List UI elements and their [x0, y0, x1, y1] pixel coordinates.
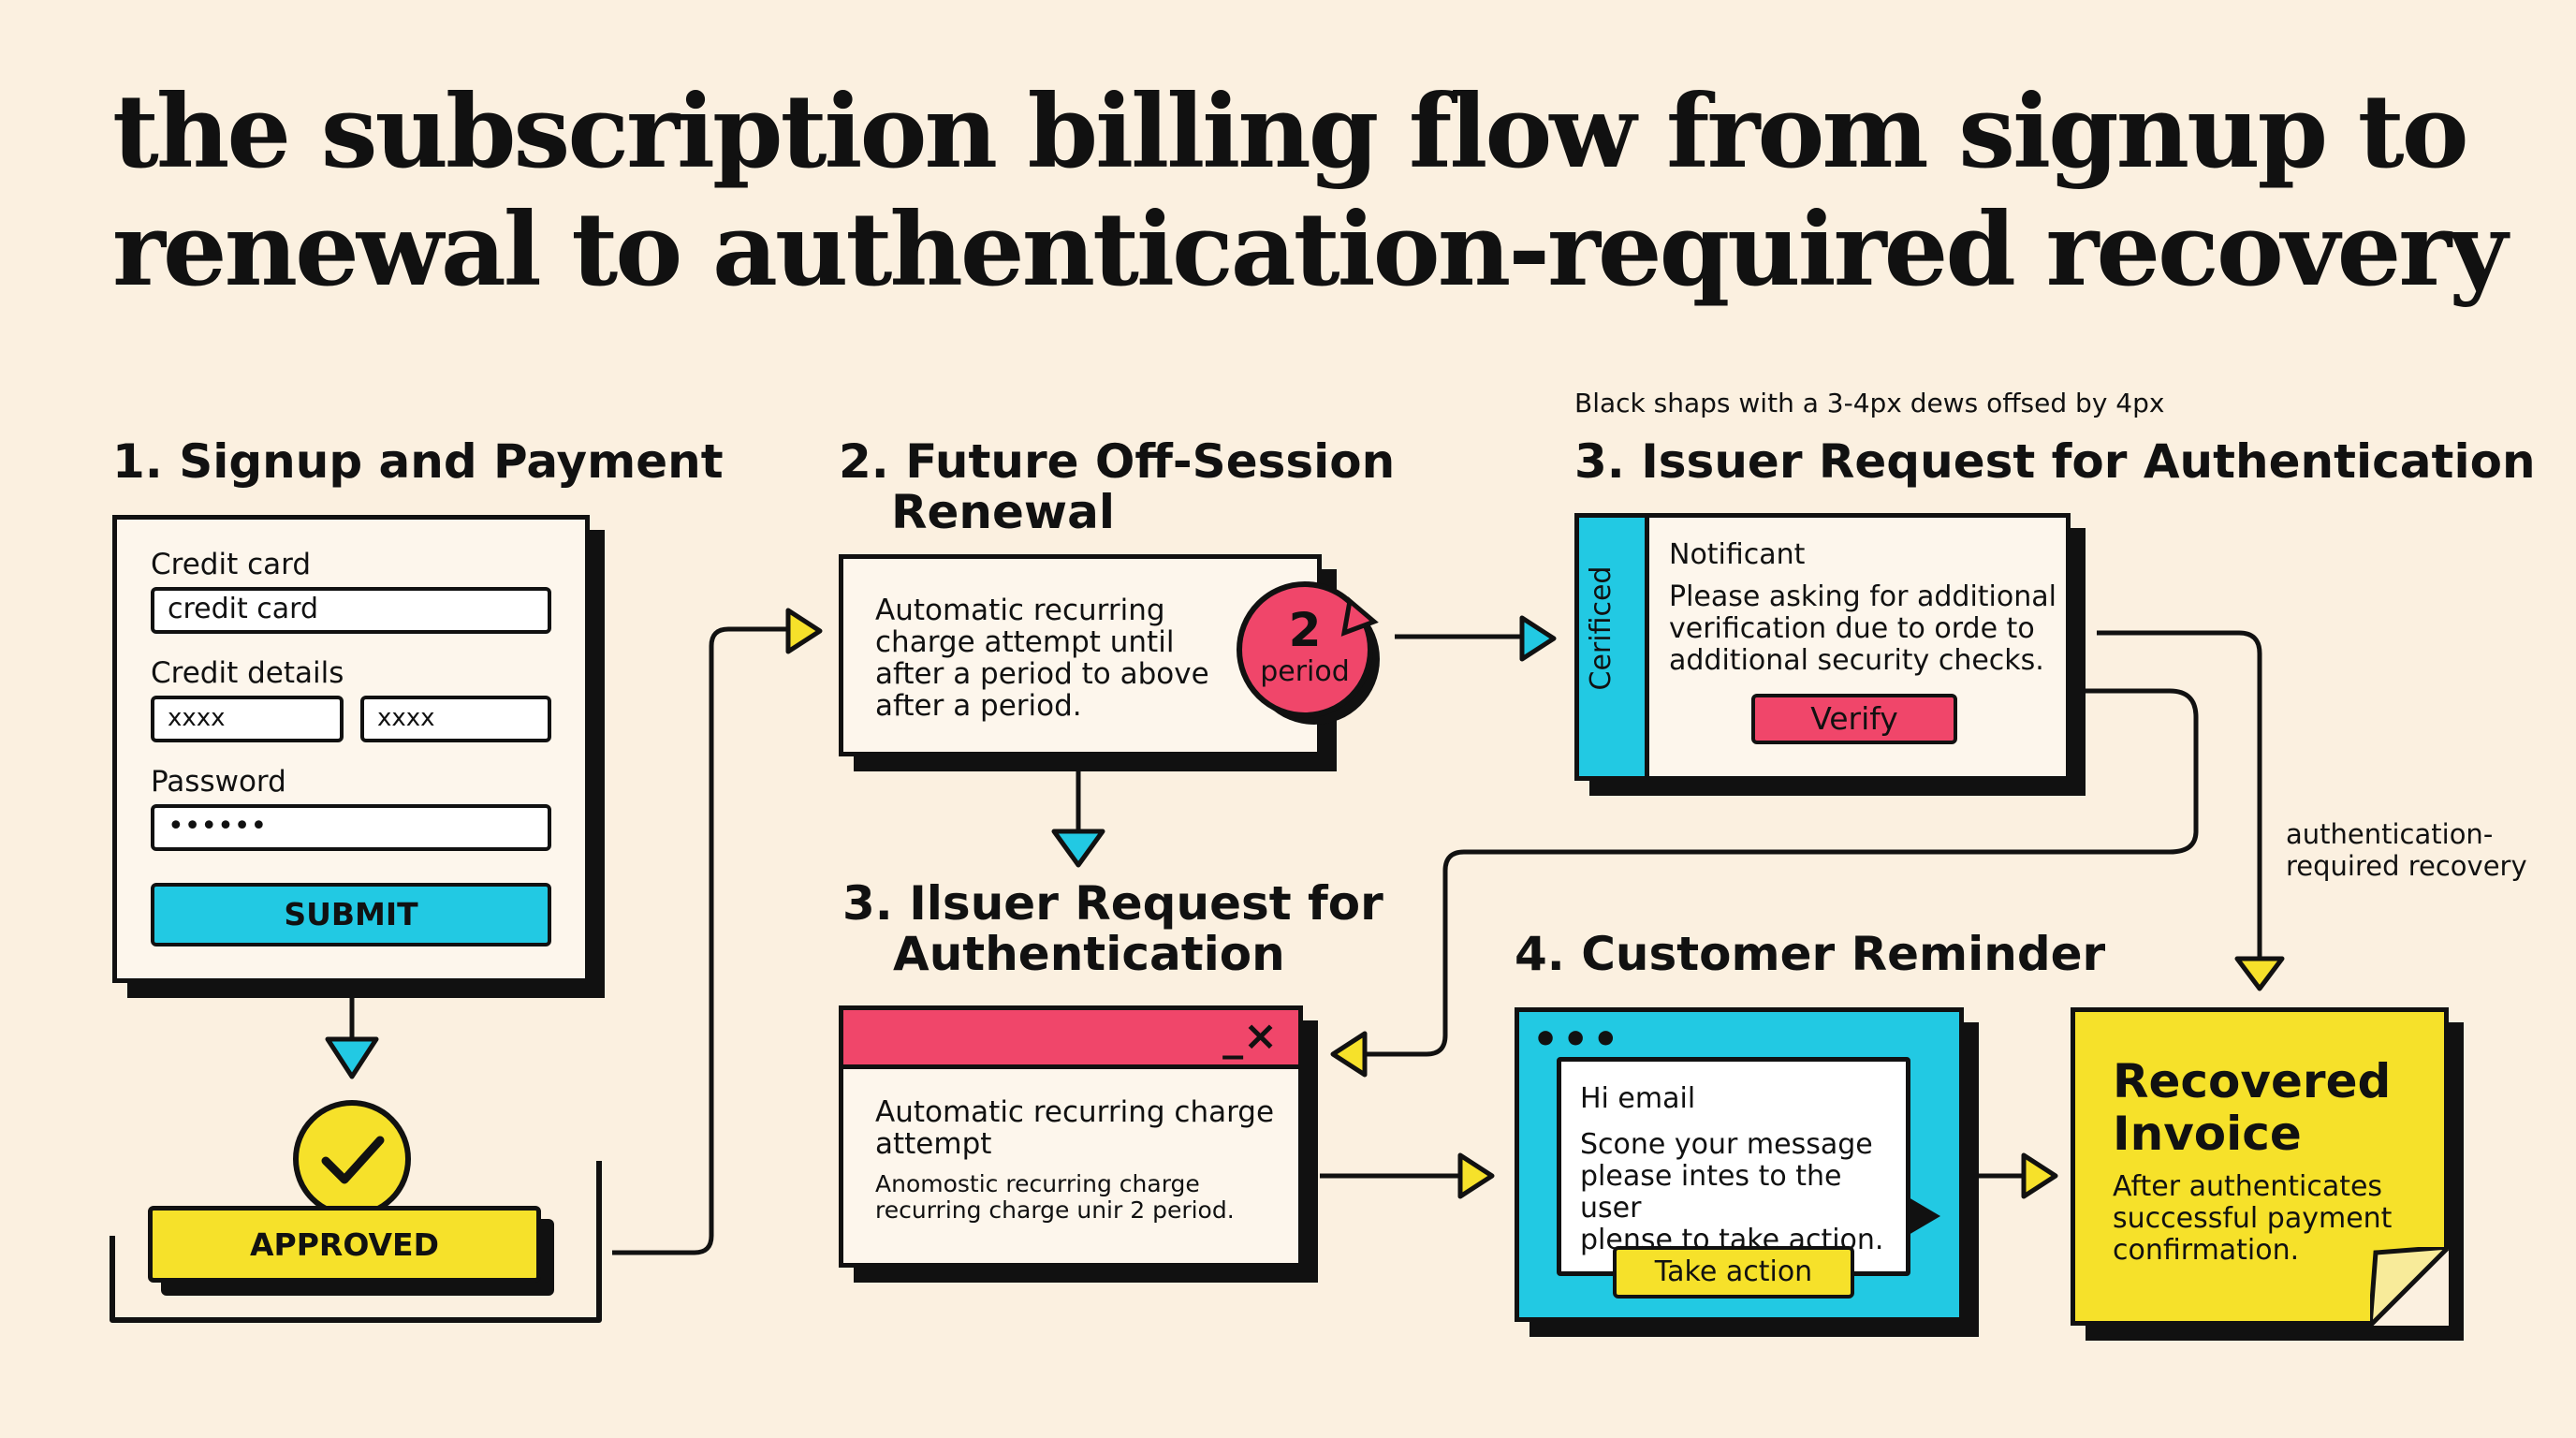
credit-card-label: Credit card: [151, 548, 311, 581]
message-bubble: Hi email Scone your message please intes…: [1557, 1057, 1910, 1276]
message-line: Scone your message: [1580, 1128, 1873, 1161]
credit-detail-input-b[interactable]: xxxx: [360, 696, 551, 742]
charge-body-line: Automatic recurring charge: [875, 1095, 1275, 1129]
credit-details-label: Credit details: [151, 656, 344, 690]
renewal-body-line: charge attempt until: [875, 625, 1175, 659]
style-note: Black shaps with a 3-4px dews offsed by …: [1574, 388, 2165, 418]
step4-heading: 4. Customer Reminder: [1515, 927, 2106, 981]
approved-badge: APPROVED: [148, 1206, 541, 1283]
recovery-label-line: required recovery: [2286, 850, 2527, 882]
charge-body-line: attempt: [875, 1127, 992, 1161]
step3b-heading: 3. Issuer Request for Authentication: [1574, 434, 2536, 489]
take-action-button[interactable]: Take action: [1613, 1246, 1854, 1299]
step3a-heading-line2: Authentication: [893, 927, 1285, 981]
charge-body-title: Automatic recurring charge attempt: [875, 1096, 1274, 1160]
notification-body: Please asking for additional verificatio…: [1669, 581, 2056, 677]
period-badge: 2 period: [1234, 579, 1387, 732]
step3a-heading-line1: 3. Ilsuer Request for: [842, 876, 1383, 931]
notification-line: Please asking for additional: [1669, 580, 2056, 613]
arrow-issuer-to-recovered: [2097, 630, 2262, 959]
bubble-tail-icon: [1909, 1197, 1940, 1235]
notification-title: Notificant: [1669, 538, 1806, 571]
reminder-window: ••• Hi email Scone your message please i…: [1515, 1007, 1964, 1322]
arrow-approved-to-renewal: [612, 626, 788, 1255]
window-dots-icon: •••: [1532, 1016, 1623, 1064]
recovered-title-line: Invoice: [2113, 1107, 2302, 1161]
recovered-line: After authenticates: [2113, 1170, 2383, 1203]
charge-small-line: Anomostic recurring charge: [875, 1170, 1200, 1197]
recovery-label-line: authentication-: [2286, 818, 2494, 850]
arrow-issuer-loop-back: [1365, 688, 2199, 1057]
recovered-invoice-note: Recovered Invoice After authenticates su…: [2071, 1007, 2449, 1326]
step2-heading: 2. Future Off-Session Renewal: [839, 436, 1395, 537]
renewal-body-line: Automatic recurring: [875, 594, 1165, 627]
password-input[interactable]: ••••••: [151, 804, 551, 851]
submit-button[interactable]: SUBMIT: [151, 883, 551, 946]
certified-label: Cerificed: [1585, 565, 1617, 691]
recovered-line: confirmation.: [2113, 1234, 2300, 1267]
message-body: Scone your message please intes to the u…: [1580, 1129, 1906, 1256]
period-label: period: [1260, 655, 1350, 688]
issuer-auth-card: Cerificed Notificant Please asking for a…: [1574, 513, 2071, 781]
window-close-icon[interactable]: _×: [1222, 1012, 1278, 1060]
approved-check-icon: [293, 1100, 411, 1218]
message-greeting: Hi email: [1580, 1082, 1696, 1115]
message-line: please intes to the user: [1580, 1160, 1842, 1225]
recovered-body: After authenticates successful payment c…: [2113, 1171, 2392, 1267]
charge-body-small: Anomostic recurring charge recurring cha…: [875, 1171, 1235, 1224]
recovery-path-label: authentication- required recovery: [2286, 818, 2527, 882]
window-titlebar: _×: [843, 1010, 1298, 1069]
title-line-2: renewal to authentication-required recov…: [112, 191, 2508, 309]
step1-heading: 1. Signup and Payment: [112, 434, 724, 489]
charge-attempt-window: _× Automatic recurring charge attempt An…: [839, 1005, 1303, 1268]
certified-sidebar: Cerificed: [1579, 518, 1649, 776]
password-label: Password: [151, 765, 286, 799]
step2-heading-line2: Renewal: [891, 485, 1115, 539]
recovered-line: successful payment: [2113, 1202, 2393, 1235]
page-title: the subscription billing flow from signu…: [112, 73, 2509, 309]
credit-card-input[interactable]: credit card: [151, 587, 551, 634]
recovered-title-line: Recovered: [2113, 1054, 2392, 1108]
notification-line: additional security checks.: [1669, 644, 2044, 677]
step3a-heading: 3. Ilsuer Request for Authentication: [842, 878, 1383, 979]
step2-heading-line1: 2. Future Off-Session: [839, 434, 1396, 489]
renewal-body: Automatic recurring charge attempt until…: [875, 594, 1209, 722]
charge-small-line: recurring charge unir 2 period.: [875, 1196, 1235, 1224]
credit-detail-input-a[interactable]: xxxx: [151, 696, 344, 742]
title-line-1: the subscription billing flow from signu…: [112, 73, 2469, 191]
period-number: 2: [1288, 603, 1322, 657]
notification-line: verification due to orde to: [1669, 612, 2035, 645]
page-curl-icon: [2370, 1247, 2449, 1326]
renewal-body-line: after a period.: [875, 689, 1082, 723]
recovered-title: Recovered Invoice: [2113, 1055, 2391, 1160]
verify-button[interactable]: Verify: [1751, 694, 1957, 744]
signup-form-card: Credit card credit card Credit details x…: [112, 515, 590, 983]
refresh-cycle-icon: [1237, 581, 1380, 725]
renewal-body-line: after a period to above: [875, 657, 1209, 691]
